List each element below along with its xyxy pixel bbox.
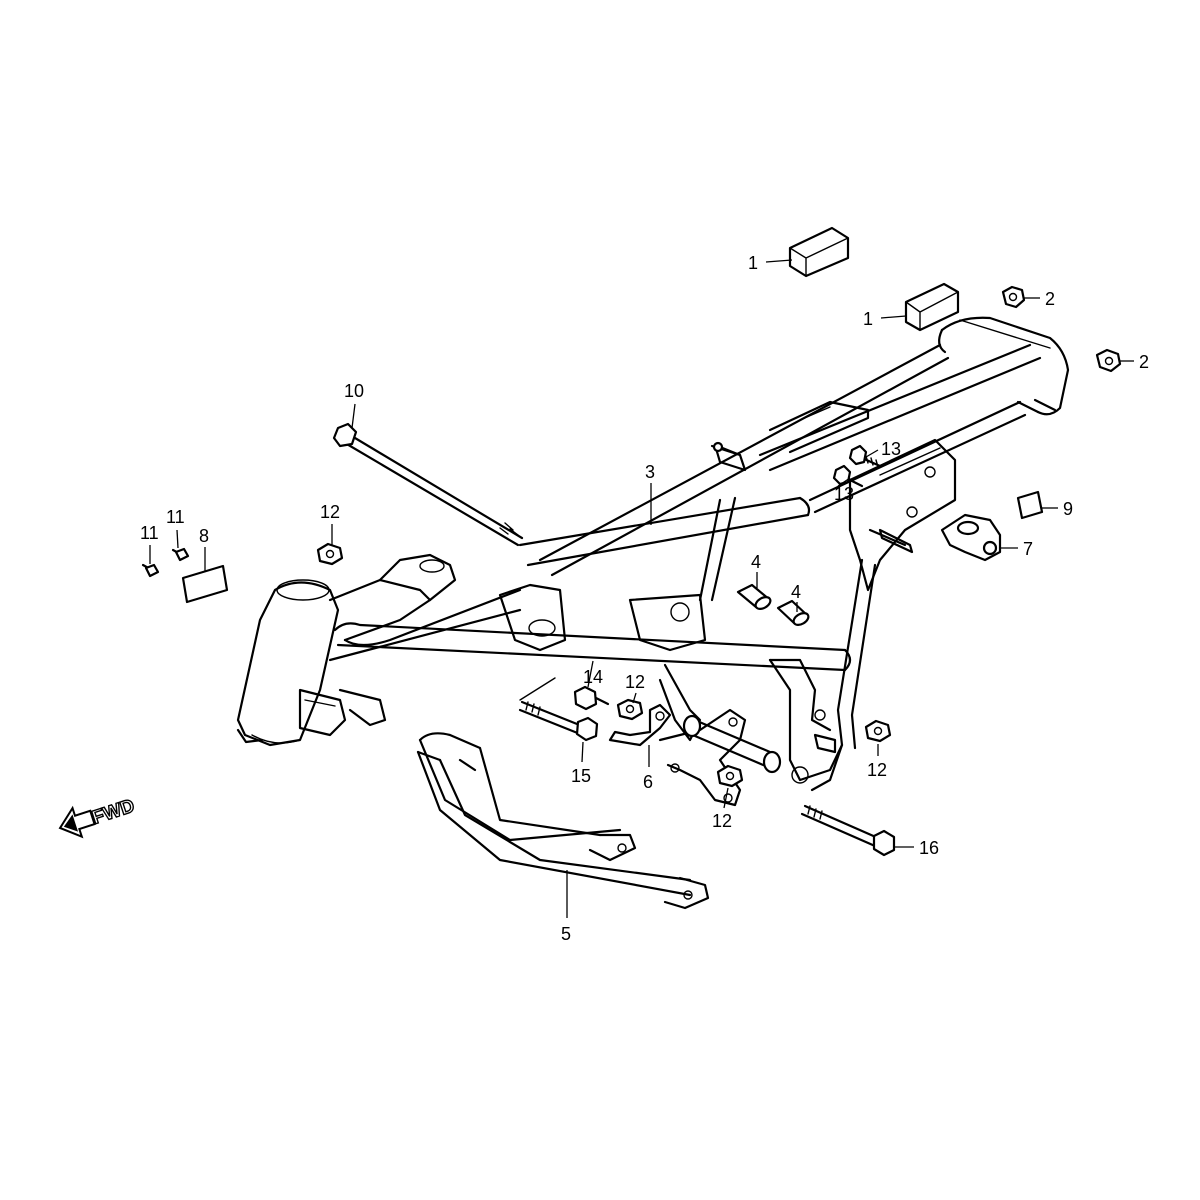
- part-6-engine-hanger: [608, 703, 782, 807]
- callout-7: 7: [1023, 539, 1033, 559]
- part-12-nut-a: [316, 542, 344, 566]
- callout-14: 14: [583, 667, 603, 687]
- part-2-nut-lower: [1095, 348, 1122, 373]
- callout-4-left: 4: [751, 552, 761, 572]
- part-12-nut-b: [616, 698, 644, 721]
- callout-12-d: 12: [867, 760, 887, 780]
- callout-5: 5: [561, 924, 571, 944]
- callout-13-upper: 13: [881, 439, 901, 459]
- fwd-arrow-icon: FWD: [58, 795, 138, 839]
- part-8-label: [181, 564, 229, 604]
- part-15-long-bolt: [518, 700, 599, 742]
- callout-13-lower: 13: [834, 484, 854, 504]
- part-2-nut-upper: [1001, 285, 1026, 309]
- part-5-guard-bar: [416, 732, 710, 910]
- part-14-bolt: [573, 685, 610, 711]
- callout-12-a: 12: [320, 502, 340, 522]
- part-7-bracket: [940, 513, 1002, 562]
- part-11-screw-right: [171, 547, 190, 562]
- callout-16: 16: [919, 838, 939, 858]
- callout-3: 3: [645, 462, 655, 482]
- part-13-bolt-upper: [848, 444, 882, 468]
- part-12-nut-d: [864, 719, 892, 743]
- callout-4-right: 4: [791, 582, 801, 602]
- part-10-long-bolt: [332, 422, 524, 547]
- part-12-nut-c: [716, 764, 744, 788]
- callout-8: 8: [199, 526, 209, 546]
- callout-15: 15: [571, 766, 591, 786]
- callout-2-lower: 2: [1139, 352, 1149, 372]
- part-11-screw-left: [141, 563, 160, 578]
- assembly-guide-line: [519, 677, 556, 701]
- part-9-label: [1016, 490, 1044, 520]
- part-16-long-bolt: [800, 804, 896, 857]
- callout-12-b: 12: [625, 672, 645, 692]
- callout-9: 9: [1063, 499, 1073, 519]
- callout-2-upper: 2: [1045, 289, 1055, 309]
- callout-1-lower: 1: [863, 309, 873, 329]
- callout-1-upper: 1: [748, 253, 758, 273]
- part-1-damper-lower: [904, 282, 960, 332]
- callout-11-right: 11: [166, 507, 185, 527]
- callout-12-c: 12: [712, 811, 732, 831]
- callout-6: 6: [643, 772, 653, 792]
- callout-10: 10: [344, 381, 364, 401]
- part-4-collar-right: [776, 599, 810, 626]
- fwd-label: FWD: [90, 796, 138, 829]
- part-1-damper-upper: [788, 226, 850, 278]
- part-3-main-frame: [236, 316, 1070, 792]
- leader-lines: [149, 259, 1134, 918]
- part-4-collar-left: [736, 583, 772, 610]
- callout-11-left: 11: [140, 523, 159, 543]
